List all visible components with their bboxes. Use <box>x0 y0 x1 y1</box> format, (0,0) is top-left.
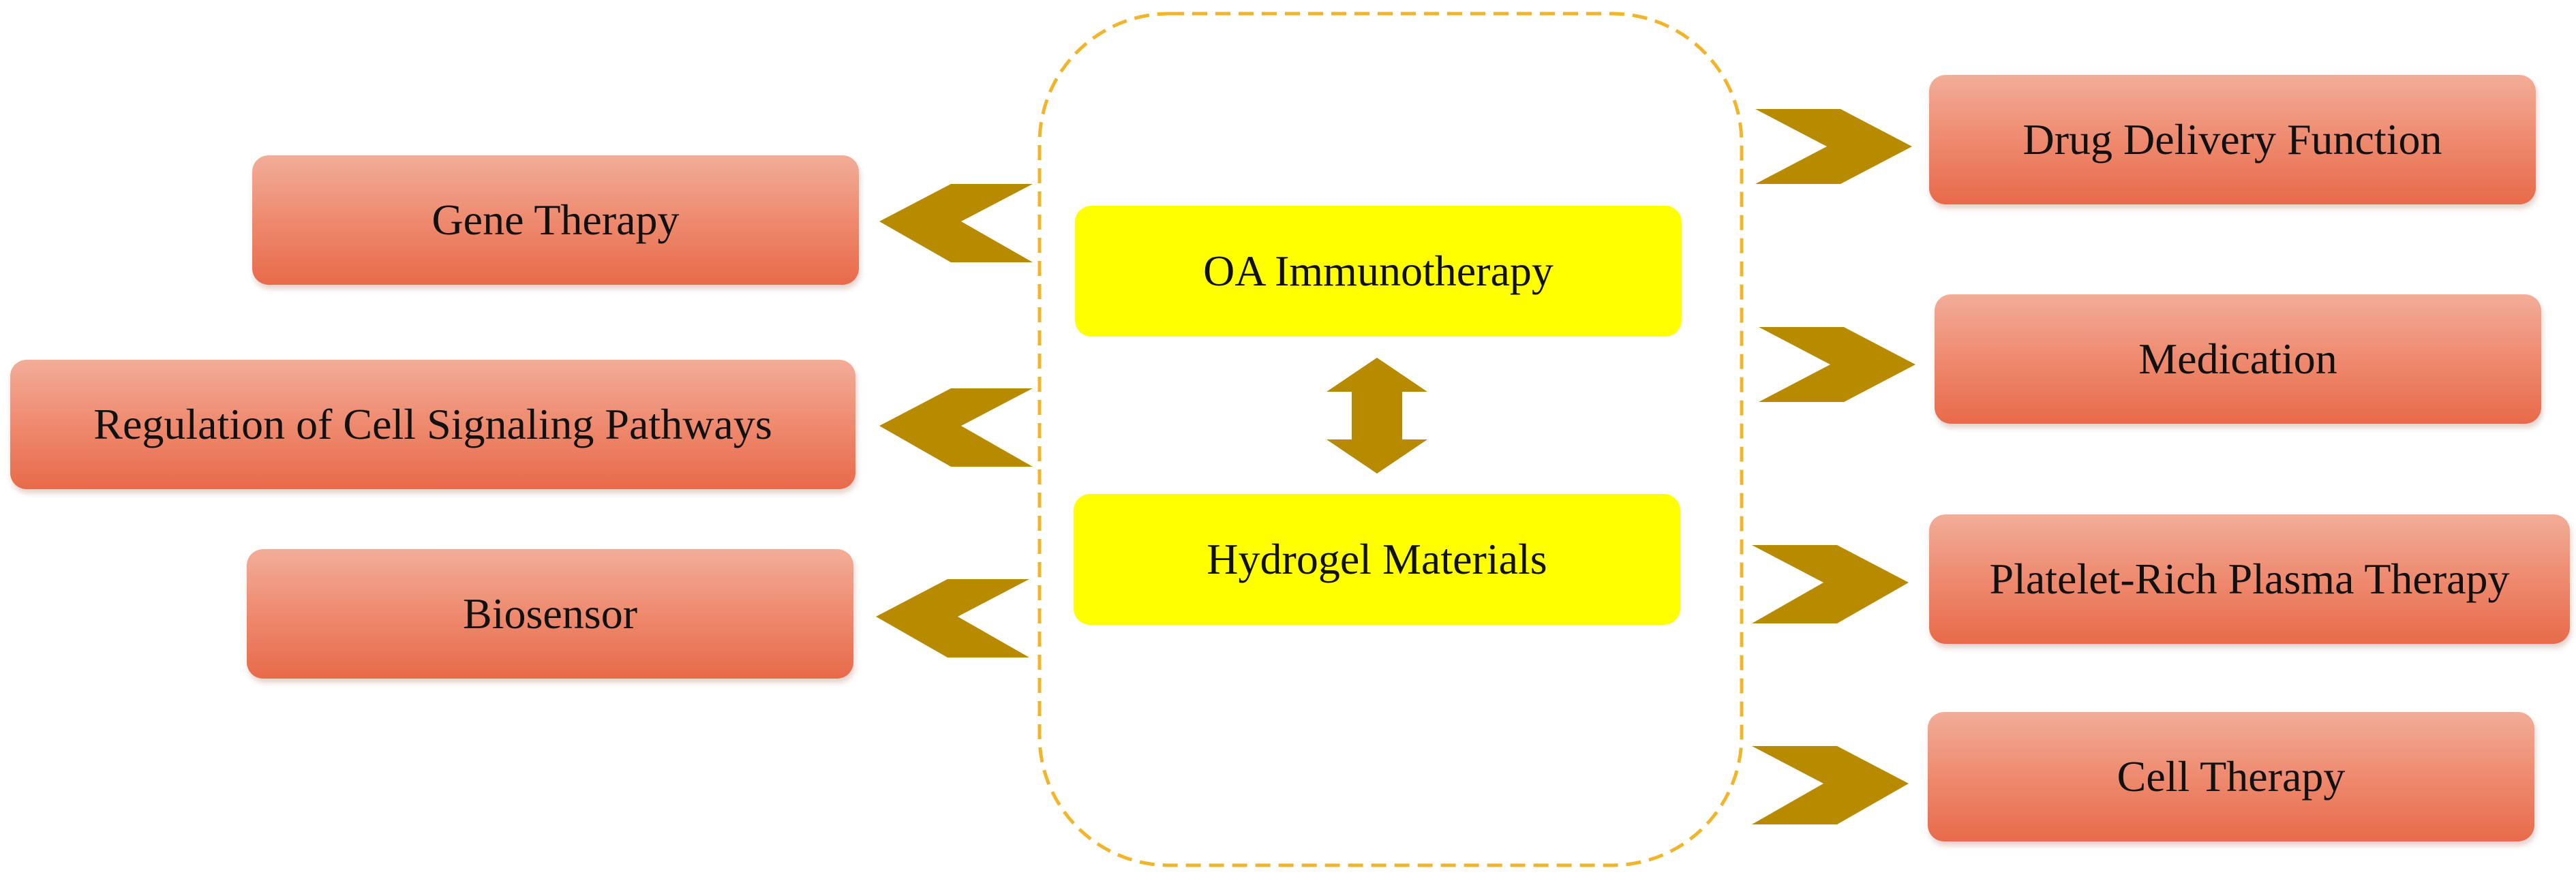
oa-immunotherapy-box: OA Immunotherapy <box>1075 206 1682 337</box>
right-item-label: Drug Delivery Function <box>2022 115 2442 164</box>
right-item-label: Cell Therapy <box>2117 752 2346 801</box>
chevron-left-1-icon <box>879 184 1033 262</box>
oa-immunotherapy-label: OA Immunotherapy <box>1203 247 1554 295</box>
right-item-drug-delivery: Drug Delivery Function <box>1929 75 2536 204</box>
chevron-right-4-icon <box>1752 746 1909 824</box>
center-dashed-outline <box>1037 12 1744 867</box>
left-item-biosensor: Biosensor <box>247 549 853 679</box>
right-item-label: Medication <box>2138 335 2337 383</box>
left-item-cell-signaling: Regulation of Cell Signaling Pathways <box>10 360 855 489</box>
double-arrow-icon <box>1327 358 1427 474</box>
chevron-left-3-icon <box>876 579 1029 657</box>
right-item-medication: Medication <box>1935 294 2541 424</box>
left-item-label: Gene Therapy <box>431 196 680 244</box>
left-item-gene-therapy: Gene Therapy <box>252 155 859 285</box>
right-item-prp-therapy: Platelet-Rich Plasma Therapy <box>1929 514 2570 644</box>
left-item-label: Regulation of Cell Signaling Pathways <box>93 400 772 448</box>
right-item-cell-therapy: Cell Therapy <box>1928 712 2534 841</box>
chevron-right-1-icon <box>1755 109 1912 184</box>
chevron-right-3-icon <box>1752 545 1909 623</box>
hydrogel-materials-label: Hydrogel Materials <box>1207 535 1547 583</box>
right-item-label: Platelet-Rich Plasma Therapy <box>1989 555 2510 603</box>
hydrogel-materials-box: Hydrogel Materials <box>1074 494 1680 625</box>
chevron-left-2-icon <box>879 388 1033 467</box>
left-item-label: Biosensor <box>463 589 637 638</box>
chevron-right-2-icon <box>1759 327 1915 402</box>
